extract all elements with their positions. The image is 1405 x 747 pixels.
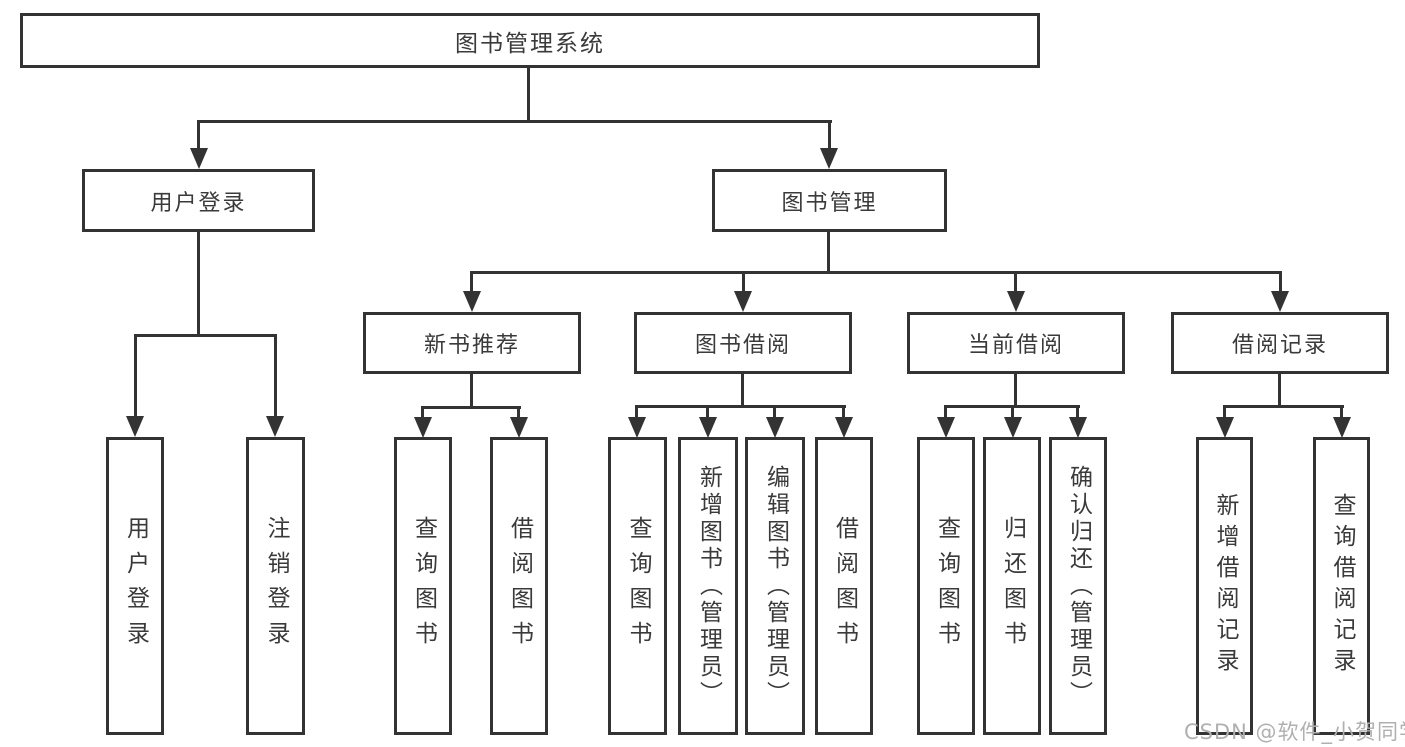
leaf-label: 新增借阅记录 [1212,493,1238,679]
connector-line [842,405,845,419]
leaf-borrow-books: 借阅图书 [815,437,873,735]
connector-line [741,374,744,407]
leaf-user-login: 用户登录 [106,437,164,735]
arrowhead-icon [1007,291,1025,312]
leaf-label: 查询图书 [625,516,651,656]
leaf-label: 借阅图书 [831,516,858,656]
arrowhead-icon [126,416,144,437]
leaf-query-books-borrow: 查询图书 [608,437,667,735]
leaf-label: 查询借阅记录 [1329,493,1355,679]
connector-line [197,120,200,150]
connector-line [1223,405,1344,408]
connector-line [1278,374,1281,407]
connector-line [1279,271,1282,293]
connector-line [470,374,473,408]
watermark-text: CSDN @软件_小贺同学 [1184,720,1405,744]
connector-line [517,406,520,419]
arrowhead-icon [266,416,284,437]
arrowhead-icon [835,417,853,438]
connector-line [421,406,521,409]
leaf-query-books-recommend: 查询图书 [394,437,452,735]
leaf-query-books-current: 查询图书 [917,437,975,735]
leaf-borrow-books-recommend: 借阅图书 [490,437,548,735]
connector-line [706,405,709,419]
arrowhead-icon [1216,417,1234,438]
node-user-login-branch: 用户登录 [82,169,315,232]
connector-line [1014,271,1017,293]
connector-line [197,232,200,336]
arrowhead-icon [820,148,838,169]
arrowhead-icon [190,148,208,169]
leaf-label: 用户登录 [122,516,149,656]
leaf-label: 注销登录 [263,516,289,656]
leaf-logout: 注销登录 [246,437,305,735]
connector-line [1223,405,1226,419]
connector-line [421,406,424,419]
arrowhead-icon [766,417,784,438]
leaf-label: 新增图书（管理员） [695,464,722,708]
node-library-system: 图书管理系统 [20,13,1040,68]
connector-line [527,68,530,120]
arrowhead-icon [937,417,955,438]
leaf-label: 编辑图书（管理员） [762,464,789,708]
connector-line [1340,405,1343,419]
leaf-confirm-return-admin: 确认归还（管理员） [1049,437,1107,735]
leaf-return-book: 归还图书 [983,437,1041,735]
connector-line [197,120,832,123]
connector-line [635,405,638,419]
leaf-query-borrow-record: 查询借阅记录 [1313,437,1370,735]
connector-line [470,271,473,293]
node-book-management: 图书管理 [712,169,947,232]
connector-line [635,405,846,408]
arrowhead-icon [699,417,717,438]
arrowhead-icon [463,291,481,312]
arrowhead-icon [414,417,432,438]
connector-line [1076,405,1079,419]
connector-line [742,271,745,293]
arrowhead-icon [1004,417,1022,438]
connector-line [773,405,776,419]
connector-line [828,120,831,150]
leaf-label: 确认归还（管理员） [1065,464,1092,708]
arrowhead-icon [510,417,528,438]
connector-line [827,232,830,273]
leaf-label: 查询图书 [410,516,437,656]
arrowhead-icon [1069,417,1087,438]
arrowhead-icon [734,291,752,312]
connector-line [274,334,277,418]
leaf-edit-book-admin: 编辑图书（管理员） [745,437,805,735]
leaf-label: 归还图书 [999,516,1026,656]
connector-line [470,271,1282,274]
arrowhead-icon [1271,291,1289,312]
connector-line [1014,374,1017,407]
leaf-add-borrow-record: 新增借阅记录 [1196,437,1253,735]
node-current-borrow: 当前借阅 [907,312,1125,374]
leaf-label: 借阅图书 [506,516,533,656]
connector-line [134,334,276,337]
leaf-add-book-admin: 新增图书（管理员） [678,437,738,735]
node-borrow-records: 借阅记录 [1171,312,1389,374]
connector-line [944,405,947,419]
connector-line [1011,405,1014,419]
leaf-label: 查询图书 [933,516,960,656]
connector-line [134,334,137,418]
node-new-book-recommend: 新书推荐 [363,312,581,374]
node-book-borrow: 图书借阅 [634,312,852,374]
arrowhead-icon [1333,417,1351,438]
arrowhead-icon [628,417,646,438]
